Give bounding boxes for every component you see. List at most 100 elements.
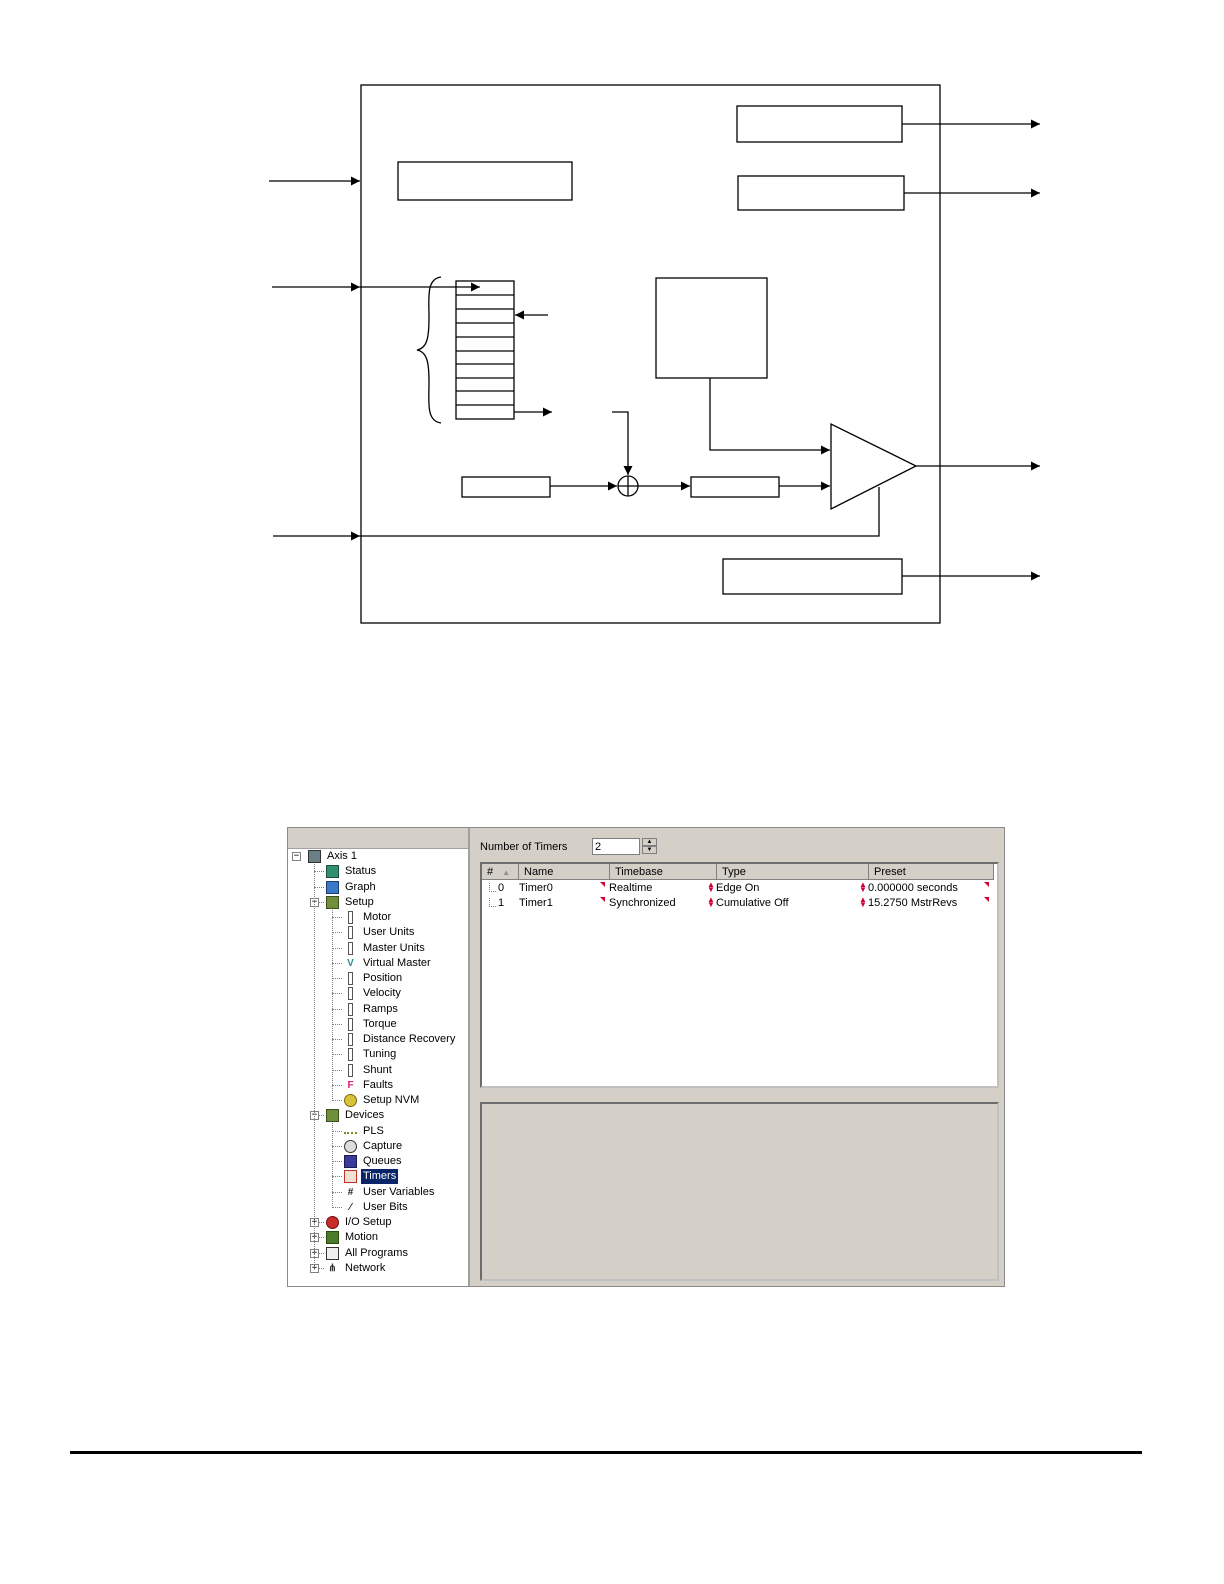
tree-item-status[interactable]: Status bbox=[326, 864, 378, 879]
virtual-master-icon: V bbox=[347, 957, 354, 969]
edit-marker-icon[interactable] bbox=[984, 882, 989, 887]
tree-item-network[interactable]: ⋔Network bbox=[326, 1261, 387, 1276]
user-variables-icon: # bbox=[347, 1186, 354, 1198]
tree-header bbox=[288, 828, 468, 849]
collapse-icon[interactable]: − bbox=[292, 851, 301, 861]
tree-item-pls[interactable]: PLS bbox=[344, 1124, 386, 1139]
cell-num: 1 bbox=[498, 897, 505, 909]
number-of-timers-input[interactable] bbox=[592, 838, 640, 855]
spin-up-icon[interactable]: ▲ bbox=[642, 838, 657, 846]
tree-item-user-units[interactable]: User Units bbox=[344, 925, 416, 940]
setup-folder-icon bbox=[326, 895, 339, 909]
tree-item-tuning[interactable]: Tuning bbox=[344, 1047, 398, 1062]
value-block-right bbox=[690, 476, 780, 498]
spin-down-icon[interactable]: ▼ bbox=[642, 846, 657, 854]
tree-guide-line bbox=[332, 906, 333, 1101]
column-header-number[interactable]: # ▲ bbox=[482, 864, 519, 880]
nvm-icon bbox=[344, 1094, 357, 1107]
edit-marker-icon[interactable] bbox=[984, 897, 989, 902]
footer-rule bbox=[70, 1451, 1142, 1454]
tree-item-motor[interactable]: Motor bbox=[344, 910, 393, 925]
tree-item-ramps[interactable]: Ramps bbox=[344, 1002, 400, 1017]
parameter-icon bbox=[348, 1002, 353, 1016]
tree-item-setup[interactable]: Setup bbox=[326, 895, 376, 910]
description-pane bbox=[480, 1102, 999, 1281]
arrow-down-to-sum bbox=[612, 411, 633, 475]
value-block-left bbox=[461, 476, 551, 498]
tree-item-capture[interactable]: Capture bbox=[344, 1139, 404, 1154]
cell-preset[interactable]: 15.2750 MstrRevs bbox=[868, 897, 958, 909]
tree-item-velocity[interactable]: Velocity bbox=[344, 986, 403, 1001]
number-of-timers-spinner[interactable]: ▲ ▼ bbox=[642, 838, 657, 855]
tree-branch-line bbox=[314, 1237, 324, 1239]
tree-item-master-units[interactable]: Master Units bbox=[344, 941, 427, 956]
tree-item-queues[interactable]: Queues bbox=[344, 1154, 404, 1169]
tree-item-axis[interactable]: Axis 1 bbox=[308, 849, 359, 864]
tree-item-label: Axis 1 bbox=[327, 850, 357, 862]
column-header-name[interactable]: Name bbox=[519, 864, 610, 880]
cell-preset[interactable]: 0.000000 seconds bbox=[868, 882, 958, 894]
tree-item-label: User Variables bbox=[363, 1185, 435, 1198]
dropdown-marker-icon[interactable]: ▲▼ bbox=[859, 880, 867, 894]
dropdown-marker-icon[interactable]: ▲▼ bbox=[707, 880, 715, 894]
parameter-icon bbox=[348, 1063, 353, 1077]
tree-item-label: Faults bbox=[363, 1078, 393, 1091]
tree-branch-line bbox=[332, 1084, 342, 1086]
programs-icon bbox=[326, 1246, 339, 1260]
tree-item-label: Torque bbox=[363, 1017, 397, 1030]
dropdown-marker-icon[interactable]: ▲▼ bbox=[707, 895, 715, 909]
tree-item-shunt[interactable]: Shunt bbox=[344, 1063, 394, 1078]
tree-item-label: Shunt bbox=[363, 1063, 392, 1076]
column-header-preset[interactable]: Preset bbox=[869, 864, 994, 880]
tree-item-label: Graph bbox=[345, 880, 376, 893]
tree-item-label: User Units bbox=[363, 926, 415, 939]
tree-branch-line bbox=[332, 1069, 342, 1071]
tree-item-label: Timers bbox=[361, 1169, 399, 1185]
tree-item-label: Position bbox=[363, 972, 403, 984]
edit-marker-icon[interactable] bbox=[600, 897, 605, 902]
tree-branch-line bbox=[332, 932, 342, 934]
cell-timebase[interactable]: Realtime bbox=[609, 882, 653, 894]
tree-item-label: Status bbox=[345, 865, 377, 878]
cell-type[interactable]: Edge On bbox=[716, 882, 760, 894]
tree-item-io-setup[interactable]: I/O Setup bbox=[326, 1215, 393, 1230]
tree-branch-line bbox=[332, 1176, 342, 1178]
tree-item-all-programs[interactable]: All Programs bbox=[326, 1246, 410, 1261]
tree-item-motion[interactable]: Motion bbox=[326, 1230, 380, 1245]
tree-item-label: PLS bbox=[363, 1124, 384, 1137]
tree-item-faults[interactable]: F Faults bbox=[344, 1078, 395, 1093]
comparator-triangle bbox=[830, 422, 918, 511]
cell-type[interactable]: Cumulative Off bbox=[716, 897, 789, 909]
tree-item-torque[interactable]: Torque bbox=[344, 1017, 399, 1032]
tree-item-timers[interactable]: Timers bbox=[344, 1169, 399, 1185]
edit-marker-icon[interactable] bbox=[600, 882, 605, 887]
cell-timebase[interactable]: Synchronized bbox=[609, 897, 676, 909]
tree-item-user-bits[interactable]: ⁄User Bits bbox=[344, 1200, 410, 1215]
tree-branch-line bbox=[314, 886, 324, 888]
tree-item-devices[interactable]: Devices bbox=[326, 1108, 386, 1123]
tree-item-setup-nvm[interactable]: Setup NVM bbox=[344, 1093, 421, 1108]
comparison-source-block bbox=[655, 277, 768, 379]
tree-item-graph[interactable]: Graph bbox=[326, 880, 378, 895]
graph-icon bbox=[326, 880, 339, 894]
column-header-timebase[interactable]: Timebase bbox=[610, 864, 717, 880]
tree-branch-line bbox=[332, 1145, 342, 1147]
tree-branch-line bbox=[332, 1054, 342, 1056]
column-header-type[interactable]: Type bbox=[717, 864, 869, 880]
dropdown-marker-icon[interactable]: ▲▼ bbox=[859, 895, 867, 909]
tree-item-user-variables[interactable]: # User Variables bbox=[344, 1185, 436, 1200]
tree-guide-line bbox=[314, 861, 315, 1269]
tree-item-label: I/O Setup bbox=[345, 1216, 392, 1228]
tree-item-distance-recovery[interactable]: Distance Recovery bbox=[344, 1032, 457, 1047]
faults-icon: F bbox=[347, 1079, 354, 1091]
tree-branch-line bbox=[314, 901, 324, 903]
tree-item-label: Motor bbox=[363, 911, 392, 923]
tree-branch-line bbox=[332, 1008, 342, 1010]
cell-name[interactable]: Timer1 bbox=[519, 897, 553, 909]
tree-item-label: Devices bbox=[345, 1109, 385, 1122]
tree-item-position[interactable]: Position bbox=[344, 971, 404, 986]
cell-name[interactable]: Timer0 bbox=[519, 882, 553, 894]
tree-branch-line bbox=[332, 1191, 342, 1193]
